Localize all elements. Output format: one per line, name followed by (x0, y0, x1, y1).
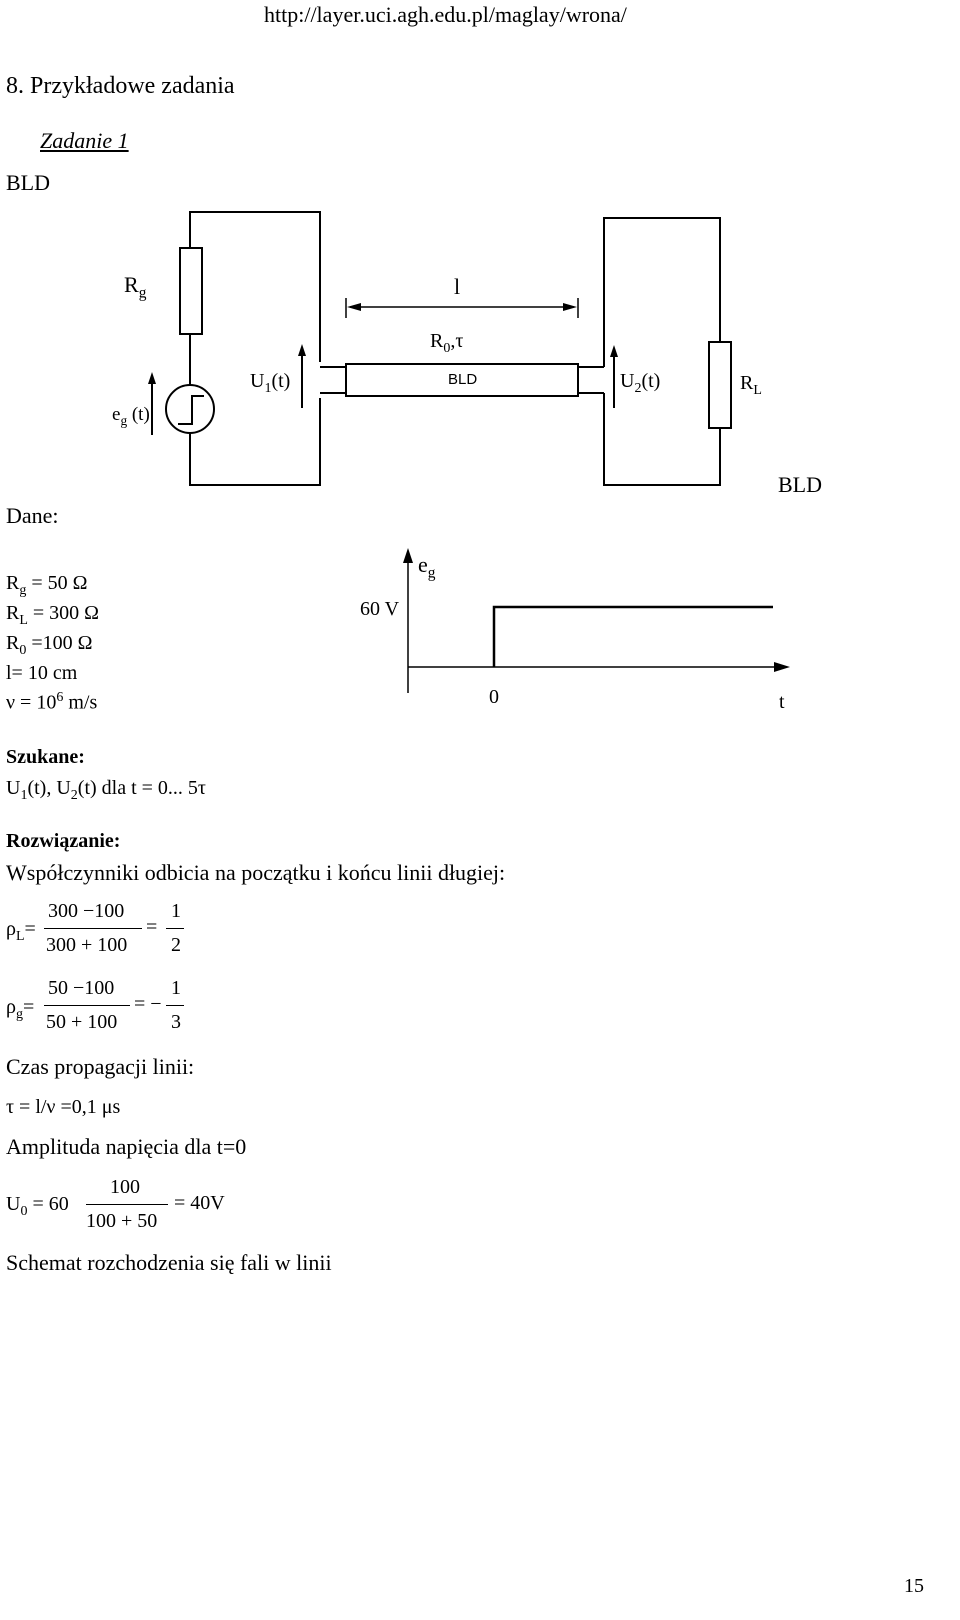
rho-l-equals: = (146, 916, 158, 938)
rl-label: RL (740, 372, 762, 398)
u1-label: U1(t) (250, 370, 291, 396)
right-loop-bottom-wire (603, 393, 721, 486)
plot-origin-label: 0 (489, 686, 499, 708)
tau-formula: τ = l/ν =0,1 μs (6, 1096, 121, 1118)
step-symbol (178, 395, 204, 425)
header-url: http://layer.uci.agh.edu.pl/maglay/wrona… (264, 2, 627, 27)
u0-symbol: U0 = 60 (6, 1193, 69, 1219)
u2-label: U2(t) (620, 370, 661, 396)
line-label: BLD (448, 371, 478, 388)
rho-l-result-num: 1 (171, 900, 181, 922)
given-v: ν = 106 m/s (6, 690, 98, 714)
eg-label: eg (t) (112, 404, 150, 428)
rho-l-result-bar (166, 928, 184, 929)
rho-g-numerator: 50 −100 (48, 977, 115, 999)
rho-g-result-bar (166, 1005, 184, 1006)
page-number: 15 (904, 1575, 924, 1597)
given-rg: Rg = 50 Ω (6, 572, 88, 598)
u0-fraction-bar (86, 1204, 168, 1205)
bld-label: BLD (6, 170, 50, 195)
rho-l-denominator: 300 + 100 (46, 934, 128, 956)
sought-title: Szukane: (6, 746, 85, 768)
given-l: l= 10 cm (6, 662, 78, 684)
rho-l-symbol: ρL= (6, 918, 36, 944)
rho-g-denominator: 50 + 100 (46, 1011, 118, 1033)
r0-label: R0,τ (430, 330, 464, 356)
rho-l-result-den: 2 (171, 934, 181, 956)
u0-denominator: 100 + 50 (86, 1210, 158, 1232)
rl-resistor (708, 341, 732, 429)
plot-y-label: eg (418, 552, 436, 582)
solution-title: Rozwiązanie: (6, 830, 121, 852)
step-signal (492, 605, 773, 667)
rg-label: Rg (124, 272, 147, 302)
rho-l-numerator: 300 −100 (48, 900, 125, 922)
rho-l-fraction-bar (44, 928, 142, 929)
right-loop-wire (603, 217, 721, 367)
given-rl: RL = 300 Ω (6, 602, 100, 628)
rho-g-fraction-bar (44, 1005, 130, 1006)
rho-g-equals: = − (134, 993, 162, 1015)
u0-result: = 40V (174, 1192, 225, 1214)
left-loop-bottom-wire (189, 398, 321, 486)
given-title: Dane: (6, 503, 59, 528)
sought-text: U1(t), U2(t) dla t = 0... 5τ (6, 777, 206, 803)
section-title: 8. Przykładowe zadania (6, 73, 235, 99)
rg-resistor (179, 247, 203, 335)
amplitude-title: Amplituda napięcia dla t=0 (6, 1134, 247, 1159)
u0-numerator: 100 (110, 1176, 140, 1198)
plot-level-label: 60 V (360, 598, 400, 620)
given-r0: R0 =100 Ω (6, 632, 93, 658)
plot-x-label: t (779, 691, 785, 713)
rho-g-result-num: 1 (171, 977, 181, 999)
propagation-title: Czas propagacji linii: (6, 1054, 195, 1079)
rho-g-result-den: 3 (171, 1011, 181, 1033)
transmission-line (345, 363, 579, 397)
bld-corner-label: BLD (778, 472, 822, 497)
task-title: Zadanie 1 (40, 128, 129, 153)
scheme-title: Schemat rozchodzenia się fali w linii (6, 1250, 332, 1275)
solution-intro: Współczynniki odbicia na początku i końc… (6, 860, 506, 885)
length-label: l (454, 274, 461, 299)
rho-g-symbol: ρg= (6, 996, 35, 1022)
